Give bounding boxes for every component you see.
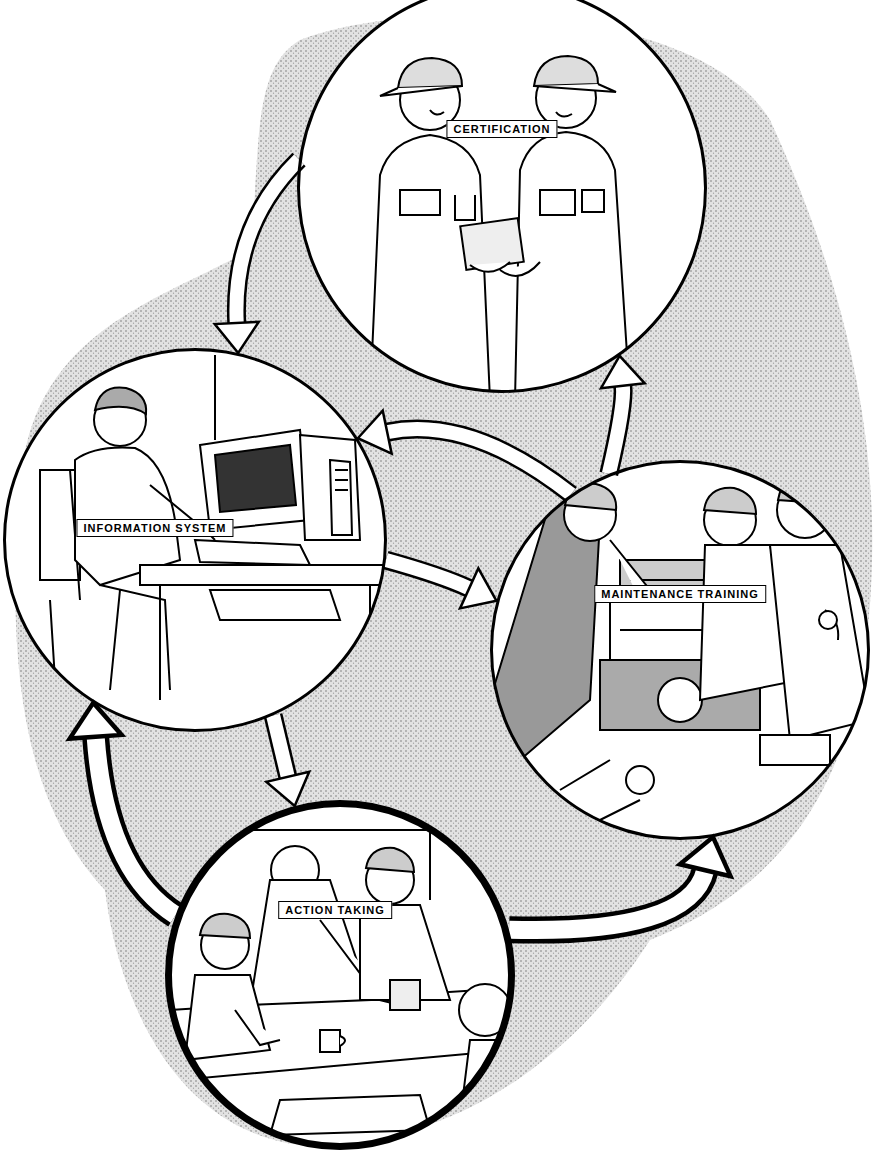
arrow-shaft-outline <box>236 159 299 322</box>
arrow-shaft <box>609 386 623 474</box>
block-arrow <box>601 356 645 474</box>
circle-node: ACTION TAKING <box>165 800 515 1150</box>
circle-caption: ACTION TAKING <box>278 901 392 919</box>
circle-caption: INFORMATION SYSTEM <box>76 519 233 537</box>
circle-border <box>169 804 512 1147</box>
arrow-shaft-outline <box>609 386 623 474</box>
arrow-head <box>460 568 496 608</box>
block-arrow <box>509 837 730 930</box>
circle-outline <box>297 0 707 393</box>
arrow-shaft-outline <box>387 429 571 494</box>
arrow-shaft <box>96 737 176 915</box>
arrow-head <box>215 322 259 353</box>
arrow-shaft <box>386 560 469 588</box>
arrow-shaft <box>509 870 705 930</box>
circle-border <box>5 350 386 731</box>
arrow-shaft <box>236 159 299 322</box>
arrow-shaft-outline <box>386 560 469 588</box>
block-arrow <box>266 715 309 806</box>
circle-caption: MAINTENANCE TRAINING <box>594 585 766 603</box>
circle-outline <box>3 348 387 732</box>
circle-border <box>299 0 706 392</box>
block-arrow <box>386 560 497 608</box>
arrow-head <box>266 772 309 806</box>
block-arrow <box>70 703 176 915</box>
arrow-head <box>70 703 122 739</box>
arrow-shaft-outline <box>96 737 176 915</box>
circle-node: CERTIFICATION <box>297 0 707 393</box>
arrow-shaft <box>387 429 571 494</box>
circle-node: INFORMATION SYSTEM <box>3 348 387 732</box>
engine-and-mechanics <box>490 470 870 820</box>
arrow-head <box>680 837 731 876</box>
circle-caption: CERTIFICATION <box>446 120 557 138</box>
arrow-shaft <box>273 715 288 776</box>
two-soldiers <box>370 56 630 400</box>
arrow-shaft-outline <box>273 715 288 776</box>
circle-outline <box>490 460 870 840</box>
circle-border <box>492 462 869 839</box>
circle-outline <box>165 800 515 1150</box>
block-arrow <box>358 411 571 495</box>
computer-operator <box>40 355 385 700</box>
arrow-shaft-outline <box>509 870 705 930</box>
block-arrow <box>215 159 299 352</box>
circle-node: MAINTENANCE TRAINING <box>490 460 870 840</box>
circle-ground <box>3 0 870 1150</box>
